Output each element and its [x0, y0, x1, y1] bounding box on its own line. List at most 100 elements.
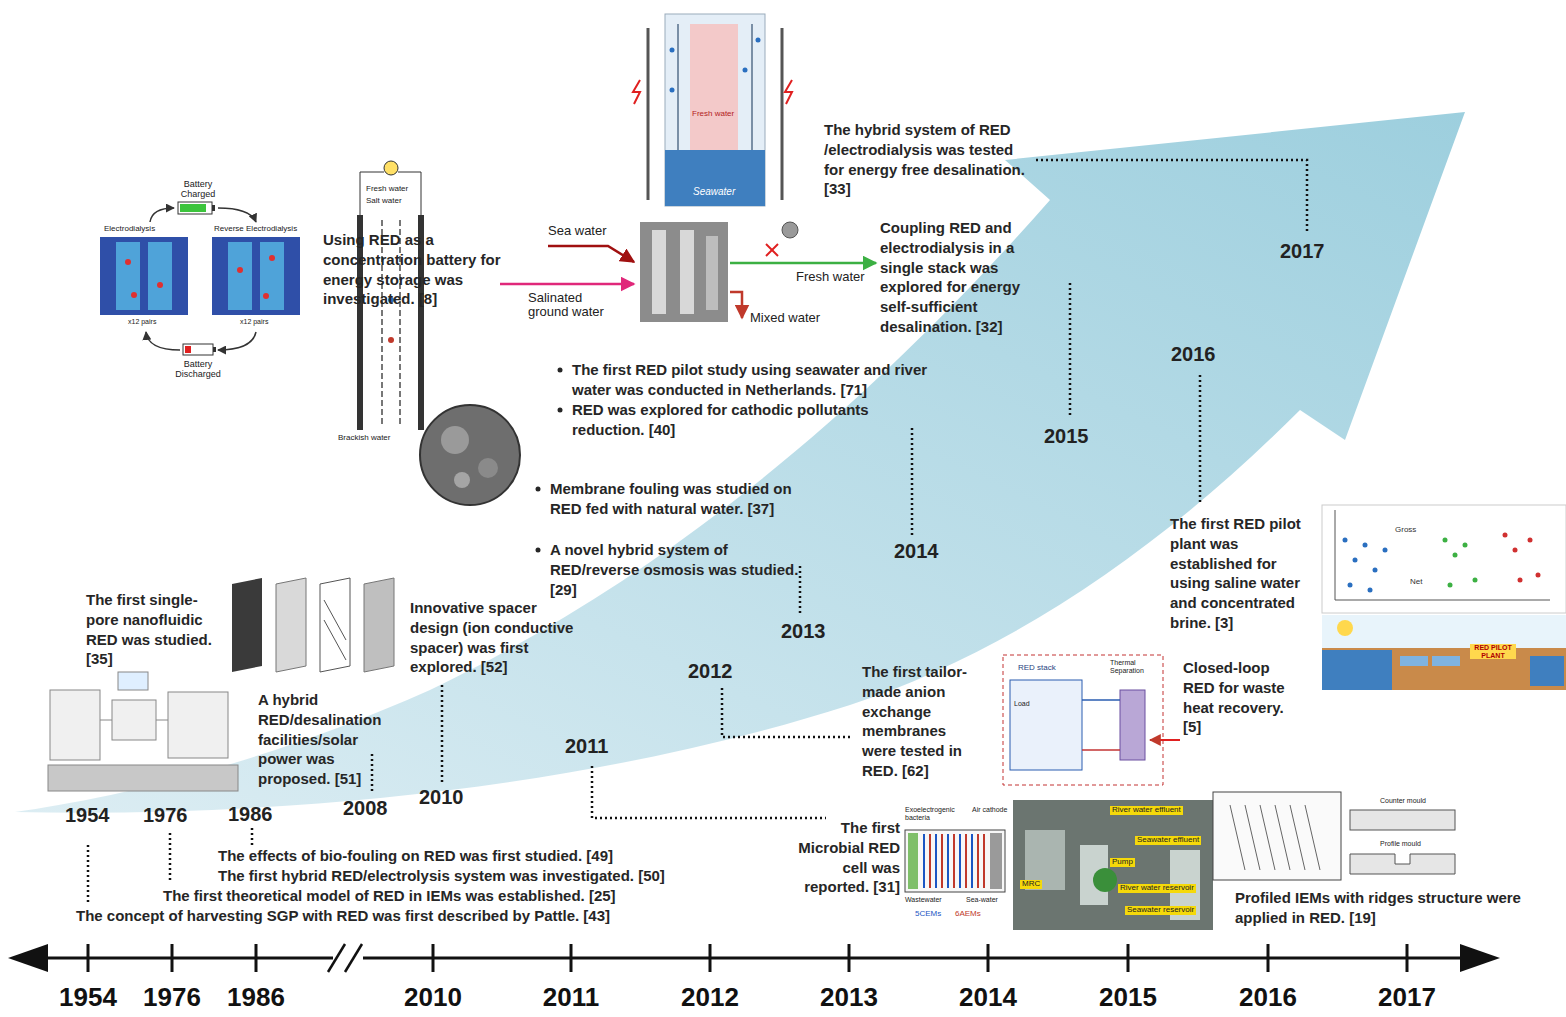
pilot-photo — [680, 230, 694, 314]
event-text: A novel hybrid system of RED/reverse osm… — [550, 540, 800, 599]
leader-line — [722, 688, 852, 737]
event-text: Innovative spacer design (ion conductive… — [410, 598, 588, 677]
pilot-plant-chart — [1363, 543, 1368, 548]
event-text: The concept of harvesting SGP with RED w… — [76, 906, 610, 926]
red-cell-figure — [381, 220, 383, 425]
figure-label: River water effluent — [1110, 806, 1183, 815]
figure-label: Net — [1410, 578, 1422, 587]
leader-line — [911, 428, 914, 535]
microbial-red-figure — [929, 834, 931, 888]
flow-arrow — [548, 246, 634, 262]
desalination-stack-figure — [743, 68, 748, 73]
time-axis — [45, 957, 1462, 960]
band-year: 2013 — [781, 620, 826, 642]
pilot-photo — [766, 244, 778, 256]
band-year: 2008 — [343, 797, 388, 819]
desalination-stack-figure — [670, 88, 675, 93]
red-cell-figure — [388, 337, 394, 343]
red-cell-figure — [398, 172, 421, 215]
desalination-stack-figure — [633, 14, 792, 206]
battery-cycle-figure — [237, 267, 243, 273]
battery-cycle-figure — [125, 259, 131, 265]
pilot-plant-chart — [1503, 533, 1508, 538]
profiled-membrane-figure — [1230, 805, 1320, 870]
figure-label: x12 pairs — [128, 318, 156, 326]
pilot-plant-chart — [1353, 558, 1358, 563]
battery-cycle-figure — [212, 205, 215, 211]
time-axis — [987, 944, 990, 972]
red-cell-figure — [357, 161, 520, 505]
figure-label: RED stack — [1018, 664, 1056, 673]
time-axis — [8, 944, 1500, 972]
time-axis — [709, 944, 712, 972]
figure-label: Load — [1014, 700, 1030, 708]
microbial-red-figure — [971, 834, 973, 888]
leader-line — [441, 685, 444, 783]
flow-arrow — [500, 283, 634, 286]
battery-cycle-figure — [218, 208, 256, 222]
pilot-plant-map — [1337, 620, 1353, 636]
leader-line — [251, 828, 254, 845]
axis-year: 2012 — [670, 983, 750, 1012]
time-axis — [432, 944, 435, 972]
event-text: Closed-loop RED for waste heat recovery.… — [1183, 658, 1291, 737]
time-axis — [345, 944, 362, 972]
pilot-plant-map — [1530, 656, 1564, 686]
leader-line — [1199, 375, 1202, 505]
desalination-stack-figure — [633, 80, 640, 104]
figure-label: Battery Charged — [168, 180, 228, 200]
axis-year: 2015 — [1088, 983, 1168, 1012]
time-axis — [1460, 944, 1500, 972]
time-axis — [570, 944, 573, 972]
desalination-stack-figure — [785, 80, 792, 104]
battery-cycle-figure — [148, 242, 172, 310]
microbial-red-figure — [923, 834, 925, 888]
pilot-plant-chart — [1513, 548, 1518, 553]
hybrid-facility-figure — [48, 672, 238, 791]
pilot-plant-chart — [1536, 573, 1541, 578]
pilot-plant-chart — [1453, 553, 1458, 558]
time-axis — [87, 944, 90, 972]
microbial-red-figure — [965, 834, 967, 888]
band-year: 2016 — [1171, 343, 1216, 365]
leader-line — [87, 845, 90, 902]
hybrid-facility-figure — [48, 765, 238, 791]
figure-label: Pump — [1110, 858, 1135, 867]
time-axis — [88, 944, 1407, 972]
figure-label: Reverse Electrodialysis — [214, 225, 297, 234]
battery-cycle-figure — [157, 282, 163, 288]
bullet — [558, 408, 563, 413]
closed-loop-figure — [1003, 655, 1180, 785]
axis-year: 2014 — [948, 983, 1028, 1012]
battery-cycle-figure — [178, 202, 212, 214]
axis-year: 2013 — [809, 983, 889, 1012]
desalination-stack-figure — [670, 48, 675, 53]
figure-label: Counter mould — [1380, 797, 1426, 805]
figure-label: Seawater reservoir — [1125, 906, 1196, 915]
figure-label: Fresh water — [796, 270, 865, 284]
figure-label: Electrodialysis — [104, 225, 155, 234]
microbial-red-figure — [977, 834, 979, 888]
spacer-stack-figure — [324, 600, 346, 640]
leader-line — [592, 766, 826, 818]
battery-cycle-figure — [269, 255, 275, 261]
pilot-plant-chart — [1368, 588, 1373, 593]
hybrid-facility-figure — [112, 700, 156, 740]
profiled-membrane-figure — [1350, 810, 1455, 830]
figure-label: 5CEMs — [915, 910, 941, 919]
battery-cycle-figure — [218, 332, 256, 350]
pilot-photo — [652, 230, 666, 314]
microbial-red-figure — [983, 834, 985, 888]
axis-year: 1986 — [216, 983, 296, 1012]
event-text: The hybrid system of RED /electrodialysi… — [824, 120, 1032, 199]
pilot-plant-map — [1322, 615, 1566, 690]
profiled-membrane-figure — [1290, 805, 1305, 870]
event-text: Using RED as a concentration battery for… — [323, 230, 503, 309]
pilot-plant-chart — [1335, 510, 1336, 600]
pilot-plant-map — [1322, 650, 1392, 690]
red-cell-figure — [454, 472, 470, 488]
bullet — [536, 487, 541, 492]
pilot-plant-chart — [1383, 548, 1388, 553]
red-cell-figure — [399, 220, 401, 425]
hybrid-facility-figure — [50, 690, 100, 760]
